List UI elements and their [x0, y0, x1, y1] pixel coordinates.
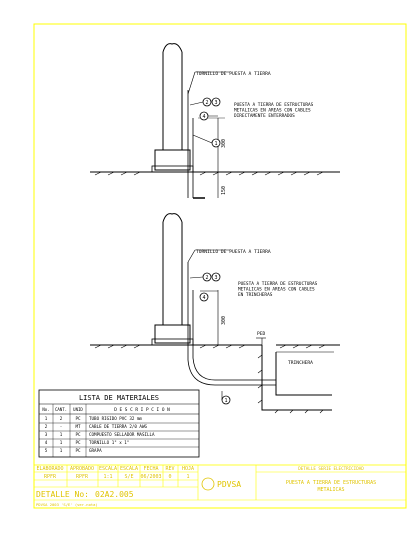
materials-cell: PC — [75, 440, 81, 445]
tb-value-rev: 0 — [168, 474, 171, 480]
materials-cell: 4 — [45, 440, 48, 445]
top-dim-150: 150 — [221, 186, 227, 195]
tb-value-date: 06/2003 — [140, 474, 161, 480]
bottom-pole — [162, 222, 183, 325]
bottom-callout-screw: TORNILLO DE PUESTA A TIERRA — [196, 249, 271, 255]
materials-cell: 1 — [60, 432, 63, 437]
top-bubble-4 — [199, 111, 209, 121]
materials-cell: - — [60, 424, 63, 429]
bottom-bubble-2 — [202, 272, 212, 282]
top-bubble-1-label: 1 — [214, 141, 217, 147]
detail-series: DETALLE SERIE ELECTRICIDAD — [298, 466, 364, 471]
tb-value-scale-1: 1:1 — [103, 474, 112, 480]
materials-header-no: No. — [42, 407, 49, 412]
label-trench: TRINCHERA — [288, 360, 313, 366]
top-bubble-2-label: 2 — [205, 100, 208, 106]
top-bubble-3 — [211, 97, 221, 107]
bottom-bubble-1 — [221, 395, 231, 405]
tb-header-date: FECHA — [143, 466, 158, 472]
footer-note: PDVSA 2003 'S/E' (ver.nota) — [36, 502, 98, 507]
bottom-bubble-4 — [199, 292, 209, 302]
tb-value-sheet: 1 — [186, 474, 189, 480]
materials-cell: CABLE DE TIERRA 2/0 AWG — [89, 424, 147, 429]
materials-header-unit: UNID — [73, 407, 83, 412]
materials-cell: 5 — [45, 448, 48, 453]
tb-value-scale-2: S/E — [124, 474, 133, 480]
tb-header-sheet: HOJA — [182, 466, 194, 472]
bottom-base — [154, 324, 191, 344]
bottom-bubble-4-label: 4 — [202, 295, 205, 301]
top-ground-hatch — [94, 171, 324, 176]
materials-cell: 1 — [60, 448, 63, 453]
tb-header-scale-1: ESCALA — [99, 466, 117, 472]
materials-cell: PC — [75, 448, 81, 453]
tb-value-approved: RPFR — [76, 474, 89, 480]
materials-header-desc: D E S C R I P C I O N — [114, 407, 170, 413]
detail-label: DETALLE No: — [36, 490, 89, 499]
materials-header-qty: CANT. — [55, 407, 67, 412]
materials-cell: 2 — [60, 416, 63, 421]
materials-cell: COMPUESTO SELLADOR MASILLA — [89, 432, 155, 437]
top-bubble-4-label: 4 — [202, 114, 205, 120]
materials-cell: MT — [75, 424, 81, 429]
brand-name: PDVSA — [217, 480, 241, 489]
top-bubble-1 — [211, 138, 221, 148]
top-bubble-3-label: 3 — [214, 100, 217, 106]
tb-header-scale-2: ESCALA — [120, 466, 138, 472]
bottom-bubble-3-label: 3 — [214, 275, 217, 281]
tb-header-approved: APROBADO — [70, 466, 94, 472]
top-bubble-2 — [202, 97, 212, 107]
bottom-dim-300: 300 — [221, 316, 227, 325]
tb-header-rev: REV — [165, 466, 174, 472]
tb-value-made: RPFR — [44, 474, 57, 480]
materials-cell: 1 — [45, 416, 48, 421]
bottom-bubble-1-label: 1 — [224, 398, 227, 404]
bottom-ground-hatch — [94, 344, 326, 349]
materials-table: LISTA DE MATERIALES No. CANT. UNID D E S… — [38, 389, 200, 458]
bottom-bubble-2-label: 2 — [205, 275, 208, 281]
tb-header-made: ELABORADO — [36, 466, 63, 472]
materials-cell: PC — [75, 432, 81, 437]
materials-cell: TUBO RIGIDO PVC 32 mm — [89, 416, 142, 421]
pdvsa-logo-icon — [201, 477, 215, 491]
trench — [261, 345, 332, 411]
materials-cell: 1 — [60, 440, 63, 445]
materials-cell: GRAPA — [89, 448, 102, 453]
top-dim-300: 300 — [221, 139, 227, 148]
top-base — [154, 149, 191, 171]
top-pole — [162, 52, 183, 150]
materials-title: LISTA DE MATERIALES — [79, 394, 159, 402]
top-detail: 300 150 2 3 4 1 TORNILLO DE PUESTA A TIE… — [90, 43, 340, 199]
top-callout-screw: TORNILLO DE PUESTA A TIERRA — [196, 71, 271, 77]
bottom-detail: 300 2 3 4 1 TORNILLO DE PUESTA A TIERRA … — [90, 213, 340, 414]
materials-cell: TORNILLO 1" x 1" — [89, 440, 129, 445]
bottom-bubble-3 — [211, 272, 221, 282]
materials-cell: 2 — [45, 424, 48, 429]
label-ped: PED — [257, 331, 266, 337]
materials-cell: 3 — [45, 432, 48, 437]
detail-number: 02A2.005 — [95, 490, 134, 499]
materials-cell: PC — [75, 416, 81, 421]
title-block: ELABORADO APROBADO ESCALA ESCALA FECHA R… — [33, 464, 407, 509]
